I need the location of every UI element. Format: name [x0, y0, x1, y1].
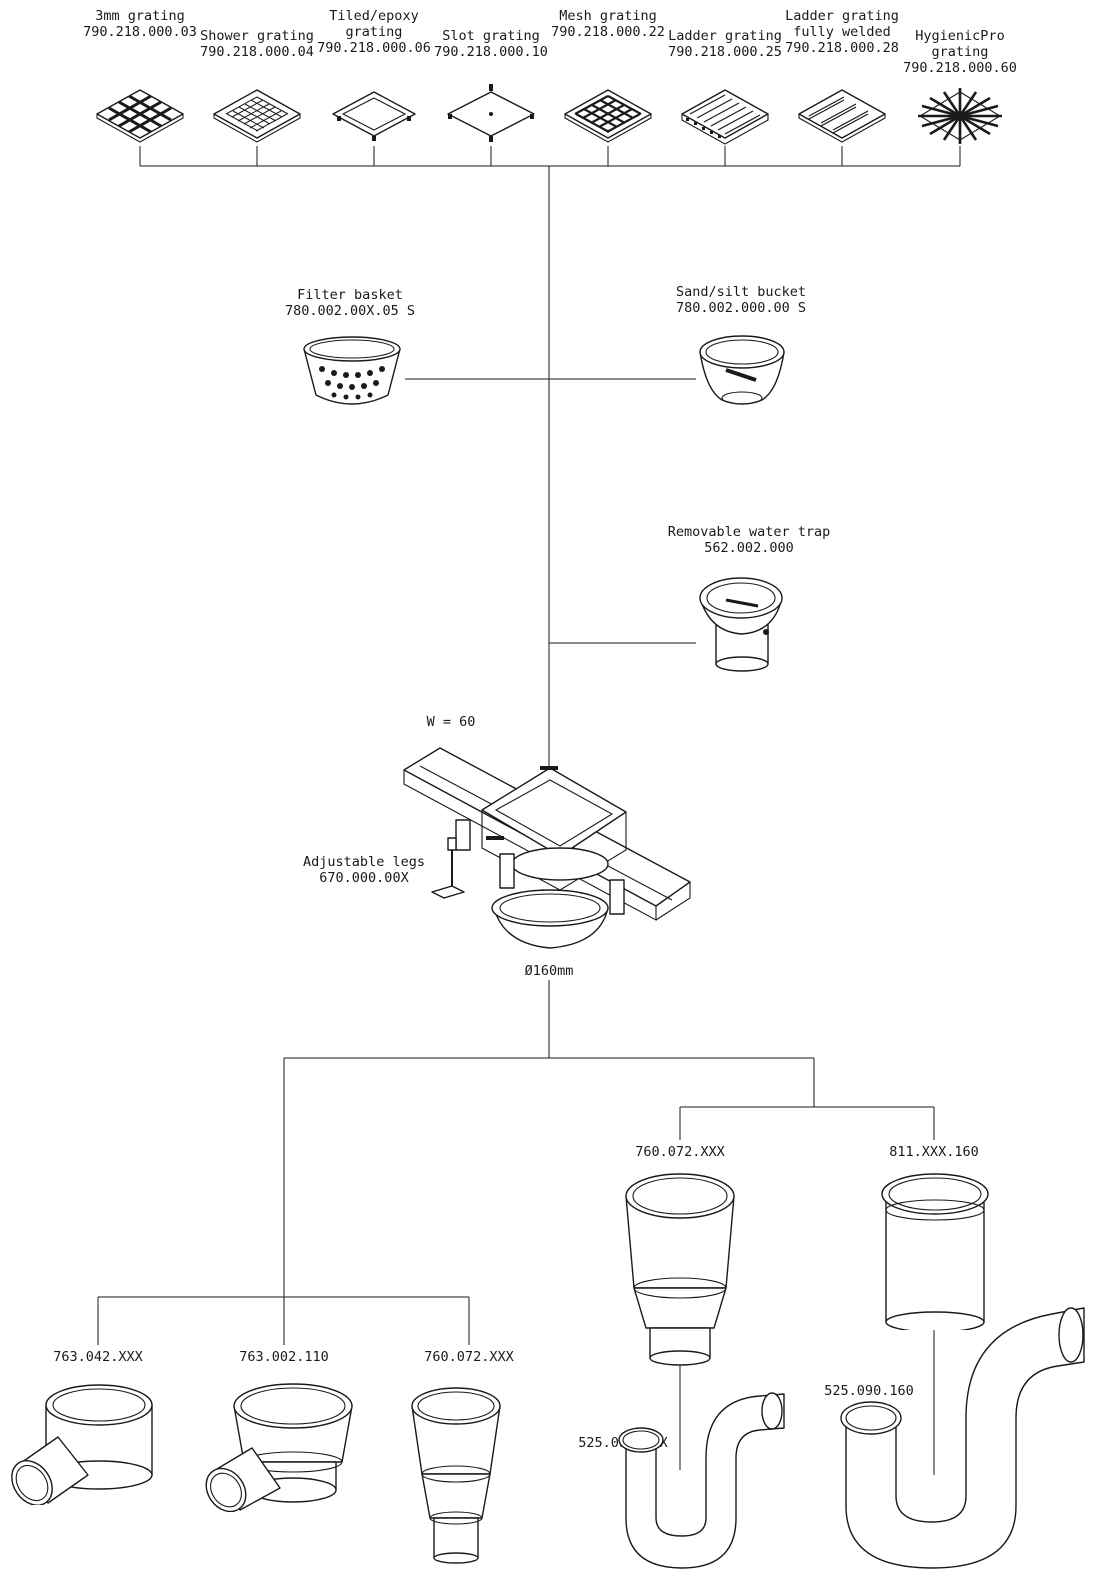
grating-code: 790.218.000.25 [668, 44, 782, 60]
grating-code: 790.218.000.10 [434, 44, 548, 60]
grating-name-2: grating [345, 24, 403, 40]
outlet-code: 811.XXX.160 [889, 1144, 979, 1160]
water-trap-label: Removable water trap 562.002.000 [668, 524, 831, 556]
filter-basket-drawing [300, 333, 404, 411]
outlet-811-drawing [876, 1170, 994, 1330]
component-code: 780.002.000.00 S [675, 300, 807, 316]
mesh-grating-icon [563, 86, 653, 146]
outlet-763042-drawing [8, 1375, 158, 1505]
grating-label-mesh: Mesh grating 790.218.000.22 [551, 8, 665, 40]
grating-code: 790.218.000.22 [551, 24, 665, 40]
grating-code: 790.218.000.06 [317, 40, 431, 56]
grating-label-3mm: 3mm grating 790.218.000.03 [83, 8, 197, 40]
grating-code: 790.218.000.04 [200, 44, 314, 60]
outlet-763002-drawing [200, 1378, 360, 1512]
trap-code: 525.090.160 [824, 1383, 914, 1399]
channel-width-value: W = 60 [426, 714, 476, 730]
grating-name: Mesh grating [559, 8, 657, 24]
grating-code: 790.218.000.60 [903, 60, 1017, 76]
water-trap-drawing [696, 570, 786, 674]
component-code: 670.000.00X [319, 870, 409, 886]
slot-grating-icon [446, 80, 536, 146]
grating-name-2: grating [931, 44, 989, 60]
component-name: Adjustable legs [303, 854, 425, 870]
sand-bucket-label: Sand/silt bucket 780.002.000.00 S [676, 284, 806, 316]
channel-drain-body-drawing [400, 740, 700, 952]
welded-ladder-grating-icon [797, 86, 887, 146]
diameter-label: Ø160mm [525, 963, 574, 979]
outlet-760072-right-drawing [620, 1168, 740, 1368]
outlet-code: 760.072.XXX [635, 1144, 725, 1160]
grating-name: Ladder grating [668, 28, 782, 44]
ladder-grating-icon [680, 86, 770, 146]
grating-name: Tiled/epoxy [329, 8, 419, 24]
grating-label-ladder-welded: Ladder grating fully welded 790.218.000.… [785, 8, 899, 56]
trap-525090160-drawing [840, 1300, 1090, 1570]
grating-code: 790.218.000.28 [785, 40, 899, 56]
component-name: Sand/silt bucket [675, 284, 807, 300]
adjustable-leg-drawing [428, 836, 468, 902]
outlet-label-763042: 763.042.XXX [53, 1349, 142, 1365]
crossed-grid-grating-icon [95, 86, 185, 146]
grating-name: Ladder grating [785, 8, 899, 24]
grating-name-2: fully welded [793, 24, 891, 40]
outlet-760072-left-drawing [406, 1378, 506, 1564]
outlet-code: 763.042.XXX [53, 1349, 143, 1365]
grating-label-tiled: Tiled/epoxy grating 790.218.000.06 [317, 8, 431, 56]
outlet-label-811: 811.XXX.160 [889, 1144, 978, 1160]
outlet-code: 760.072.XXX [424, 1349, 514, 1365]
outlet-code: 763.002.110 [239, 1349, 329, 1365]
fine-mesh-grating-icon [212, 86, 302, 146]
outlet-label-760072-right: 760.072.XXX [635, 1144, 724, 1160]
hygienic-grating-icon [914, 84, 1006, 148]
grating-label-shower: Shower grating 790.218.000.04 [200, 28, 314, 60]
grating-label-hygienic: HygienicPro grating 790.218.000.60 [903, 28, 1017, 76]
adjustable-legs-label: Adjustable legs 670.000.00X [303, 854, 425, 886]
component-code: 780.002.00X.05 S [284, 303, 416, 319]
trap-525090xxx-drawing [612, 1378, 802, 1574]
grating-name: Shower grating [200, 28, 314, 44]
sand-bucket-drawing [696, 330, 788, 410]
open-frame-grating-icon [329, 86, 419, 146]
grating-name: 3mm grating [95, 8, 185, 24]
component-name: Filter basket [297, 287, 403, 303]
diameter-value: Ø160mm [524, 963, 574, 979]
grating-name: Slot grating [442, 28, 540, 44]
component-code: 562.002.000 [704, 540, 794, 556]
trap-label-525090160: 525.090.160 [824, 1383, 913, 1399]
outlet-label-760072-left: 760.072.XXX [424, 1349, 513, 1365]
grating-code: 790.218.000.03 [83, 24, 197, 40]
outlet-label-763002: 763.002.110 [239, 1349, 328, 1365]
channel-width-label: W = 60 [427, 714, 476, 730]
component-name: Removable water trap [667, 524, 831, 540]
grating-label-slot: Slot grating 790.218.000.10 [434, 28, 548, 60]
grating-label-ladder: Ladder grating 790.218.000.25 [668, 28, 782, 60]
filter-basket-label: Filter basket 780.002.00X.05 S [285, 287, 415, 319]
grating-name: HygienicPro [915, 28, 1005, 44]
